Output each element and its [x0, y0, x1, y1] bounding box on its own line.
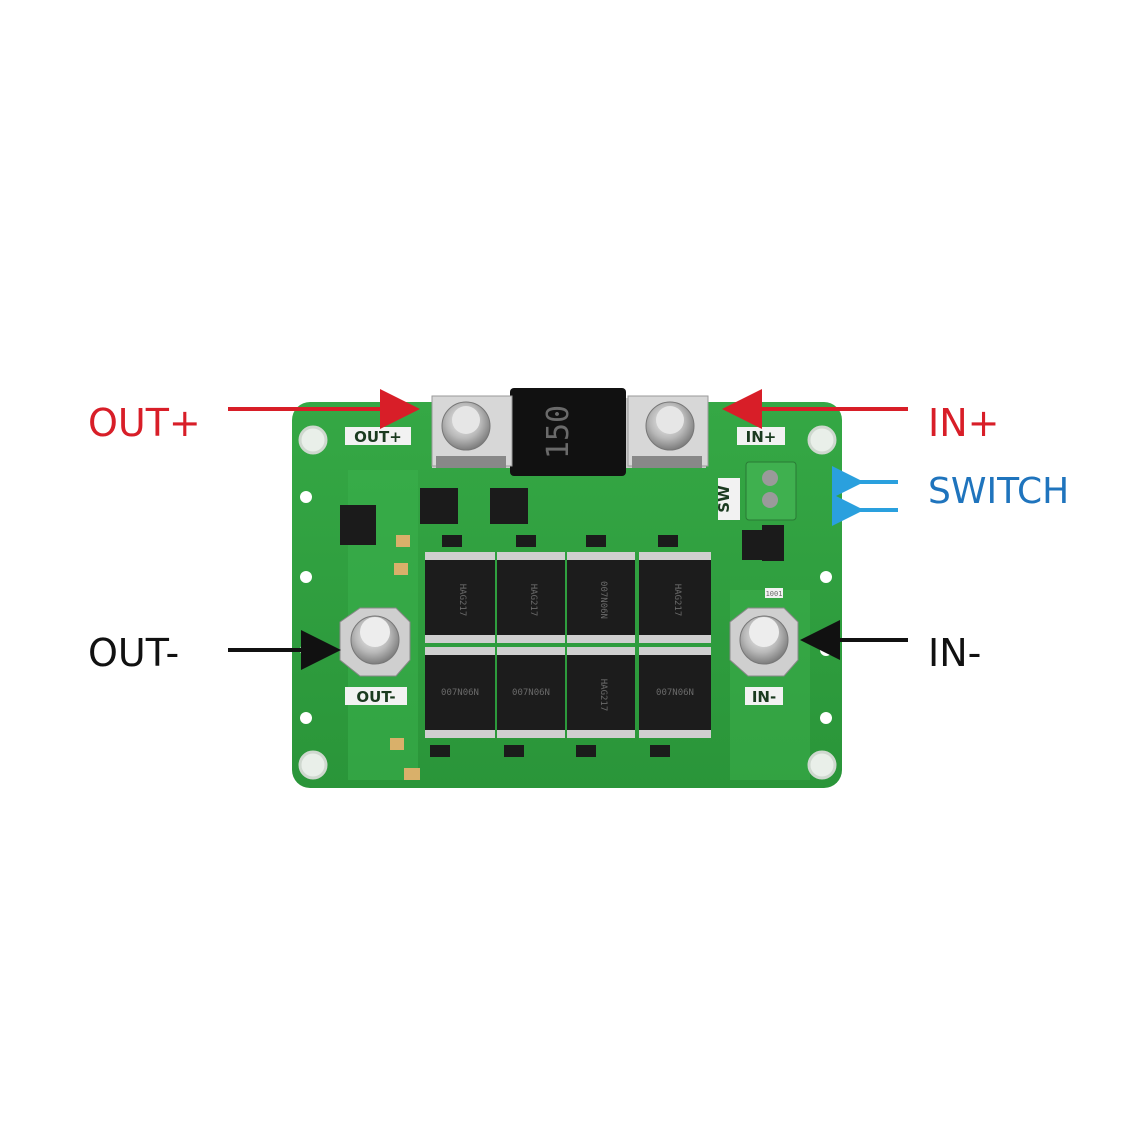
switch-terminal-block: [745, 461, 797, 521]
switch-arrows: [832, 466, 898, 526]
silk-in-plus: IN+: [746, 428, 777, 446]
out-minus-terminal: [339, 607, 411, 677]
mosfet-code-7: HAG217: [598, 679, 608, 712]
mounting-holes: [298, 425, 837, 780]
silk-in-minus: IN-: [752, 688, 776, 706]
in-plus-callout: IN+: [928, 401, 1000, 445]
mosfet-code-4: HAG217: [672, 584, 682, 617]
silk-out-plus: OUT+: [354, 428, 402, 446]
in-minus-callout: IN-: [928, 631, 982, 675]
mosfet-code-8: 007N06N: [656, 688, 694, 698]
silk-out-minus: OUT-: [356, 688, 395, 706]
mosfet-code-3: 007N06N: [598, 581, 608, 619]
mosfet-code-2: HAG217: [528, 584, 538, 617]
silk-sw: SW: [715, 485, 733, 513]
shunt-value: 150: [541, 405, 576, 459]
out-plus-terminal: [431, 395, 513, 468]
mosfet-code-1: HAG217: [457, 584, 467, 617]
mosfet-code-6: 007N06N: [512, 688, 550, 698]
in-plus-terminal: [627, 395, 709, 468]
mosfet-code-5: 007N06N: [441, 688, 479, 698]
out-plus-callout: OUT+: [88, 401, 201, 445]
shunt-resistor: 150: [510, 388, 626, 476]
mosfet-array: HAG217 HAG217 007N06N HAG217 007N06N 007…: [425, 552, 711, 738]
in-minus-terminal: [729, 607, 799, 677]
small-resistor-label: 1001: [766, 590, 783, 598]
out-minus-callout: OUT-: [88, 631, 180, 675]
switch-callout: SWITCH: [928, 471, 1070, 512]
